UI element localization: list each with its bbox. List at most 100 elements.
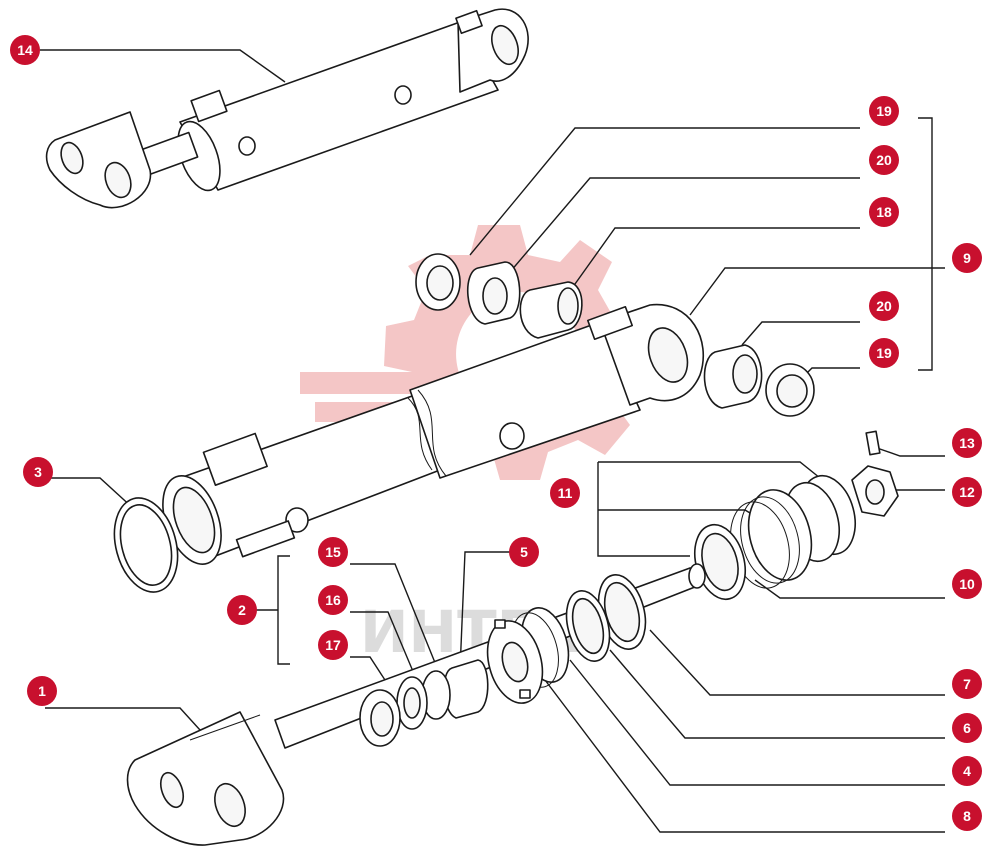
rear-eye xyxy=(457,8,529,93)
leader-3 xyxy=(40,477,136,511)
svg-text:19: 19 xyxy=(876,103,892,119)
parts-4-8-gland xyxy=(486,607,570,704)
callout-7: 7 xyxy=(952,669,982,699)
svg-text:13: 13 xyxy=(959,435,975,451)
part-17-seal-inner xyxy=(370,701,394,737)
callout-11: 11 xyxy=(550,478,580,508)
parts-20-19-right-bushings xyxy=(703,344,815,417)
callout-1: 1 xyxy=(27,676,57,706)
callout-16: 16 xyxy=(318,585,348,615)
svg-text:4: 4 xyxy=(963,763,971,779)
callout-8: 8 xyxy=(952,801,982,831)
callout-13: 13 xyxy=(952,428,982,458)
cylinder-body xyxy=(179,21,499,191)
svg-text:7: 7 xyxy=(963,676,971,692)
leader-11-upper xyxy=(598,461,826,483)
port-boss xyxy=(394,85,412,105)
piston-groove xyxy=(740,496,800,584)
leader-18 xyxy=(564,227,860,299)
barrel-port-boss xyxy=(499,422,525,450)
o-ring-inner xyxy=(119,504,173,586)
rod-clevis xyxy=(126,711,285,846)
svg-text:20: 20 xyxy=(876,298,892,314)
barrel-rear-section xyxy=(409,321,641,479)
part-13-set-screw xyxy=(865,430,881,456)
part-3-o-ring xyxy=(113,497,179,593)
part-19-seal-right-inner xyxy=(776,374,808,408)
port-block xyxy=(455,9,483,35)
port-boss xyxy=(238,136,256,156)
svg-text:10: 10 xyxy=(959,576,975,592)
part-5-sleeve xyxy=(443,659,489,719)
leader-lines xyxy=(40,49,945,833)
svg-text:5: 5 xyxy=(520,544,528,560)
clevis-hole xyxy=(104,161,132,199)
svg-text:20: 20 xyxy=(876,152,892,168)
parts-6-7-rod-seals xyxy=(565,574,647,662)
svg-text:17: 17 xyxy=(325,637,341,653)
barrel-break xyxy=(407,397,433,471)
leader-20-right xyxy=(741,321,860,346)
callout-6: 6 xyxy=(952,713,982,743)
svg-text:15: 15 xyxy=(325,544,341,560)
svg-text:1: 1 xyxy=(38,683,46,699)
callout-18: 18 xyxy=(869,197,899,227)
gland-nut-bore xyxy=(501,641,529,683)
leader-9 xyxy=(689,267,945,316)
callout-17: 17 xyxy=(318,630,348,660)
svg-text:8: 8 xyxy=(963,808,971,824)
callout-badges: 14 19 20 18 9 20 19 13 12 3 11 15 5 10 1… xyxy=(10,35,982,831)
leader-10 xyxy=(754,579,945,599)
rear-eye-hole xyxy=(491,24,519,66)
leader-16 xyxy=(350,611,421,689)
clevis-hole xyxy=(60,141,84,175)
piston-body xyxy=(747,489,813,581)
port-block xyxy=(190,89,228,123)
svg-text:6: 6 xyxy=(963,720,971,736)
leader-15 xyxy=(350,563,441,676)
svg-text:18: 18 xyxy=(876,204,892,220)
barrel-break xyxy=(417,389,447,477)
part-20-bushing-top-bore xyxy=(482,277,508,315)
callout-10: 10 xyxy=(952,569,982,599)
leader-13 xyxy=(876,447,945,457)
svg-text:11: 11 xyxy=(558,485,573,501)
parts-19-20-18-top-bushings xyxy=(415,253,583,339)
part-9-cylinder-barrel xyxy=(162,303,705,565)
part-6-seal-inner xyxy=(571,597,605,655)
gland-notch xyxy=(519,689,531,699)
part-19-seal-top-inner xyxy=(426,265,454,301)
callout-5: 5 xyxy=(509,537,539,567)
barrel-thread xyxy=(172,486,216,554)
svg-text:14: 14 xyxy=(17,42,33,58)
part-14-assembled-cylinder xyxy=(45,8,529,209)
callout-19-top: 19 xyxy=(869,96,899,126)
callout-14: 14 xyxy=(10,35,40,65)
callout-9: 9 xyxy=(952,243,982,273)
barrel-port-boss xyxy=(285,507,309,533)
svg-text:3: 3 xyxy=(34,464,42,480)
part-11-piston xyxy=(694,474,856,601)
callout-12: 12 xyxy=(952,477,982,507)
rod-clevis-edge xyxy=(189,714,261,741)
leader-1 xyxy=(45,707,201,731)
barrel-port-block xyxy=(202,432,268,487)
leader-19-top xyxy=(469,127,860,256)
callout-3: 3 xyxy=(23,457,53,487)
nut-bore xyxy=(865,479,885,505)
svg-text:19: 19 xyxy=(876,345,892,361)
leader-8 xyxy=(544,679,945,833)
watermark-bar xyxy=(300,372,420,394)
barrel-eye-hole xyxy=(647,327,689,383)
svg-text:9: 9 xyxy=(963,250,971,266)
part-12-nut xyxy=(851,465,899,517)
callout-20-top: 20 xyxy=(869,145,899,175)
rod-clevis-hole xyxy=(159,771,185,809)
leader-7 xyxy=(649,629,945,696)
leader-4 xyxy=(569,659,945,786)
leader-20-top xyxy=(509,177,860,273)
leader-5 xyxy=(459,551,510,671)
rod-clevis-hole xyxy=(214,782,246,828)
bracket-2 xyxy=(277,555,290,665)
